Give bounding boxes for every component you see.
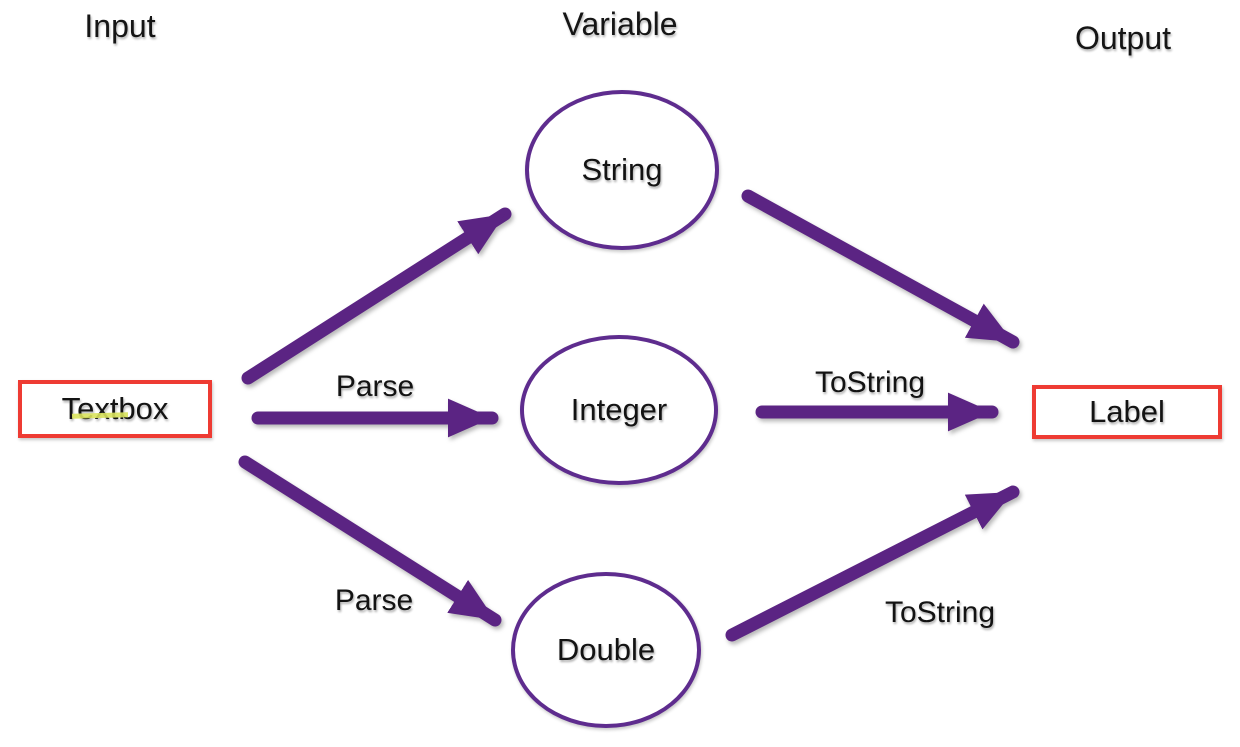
arrow-textbox-to-double — [238, 455, 502, 627]
node-integer-label: Integer — [570, 392, 668, 427]
column-heading-variable: Variable — [562, 6, 678, 42]
arrow-textbox-to-string — [241, 207, 512, 385]
arrow-string-to-label — [741, 189, 1020, 349]
edge-label-parse-bottom: Parse — [334, 584, 414, 617]
node-textbox-label: Textbox — [61, 391, 169, 426]
edge-label-tostring-bottom: ToString — [884, 596, 996, 629]
node-double: Double — [511, 572, 701, 728]
node-string: String — [525, 90, 719, 250]
edge-label-tostring-middle: ToString — [814, 366, 926, 399]
column-heading-input: Input — [84, 8, 156, 44]
node-textbox: Textbox — [18, 380, 212, 438]
node-label: Label — [1032, 385, 1222, 439]
node-double-label: Double — [556, 632, 656, 667]
node-string-label: String — [581, 152, 663, 187]
arrow-double-to-label — [725, 485, 1020, 642]
node-integer: Integer — [520, 335, 718, 485]
node-label-label: Label — [1089, 394, 1165, 429]
edge-label-parse-middle: Parse — [335, 370, 415, 403]
column-heading-output: Output — [1074, 20, 1172, 56]
